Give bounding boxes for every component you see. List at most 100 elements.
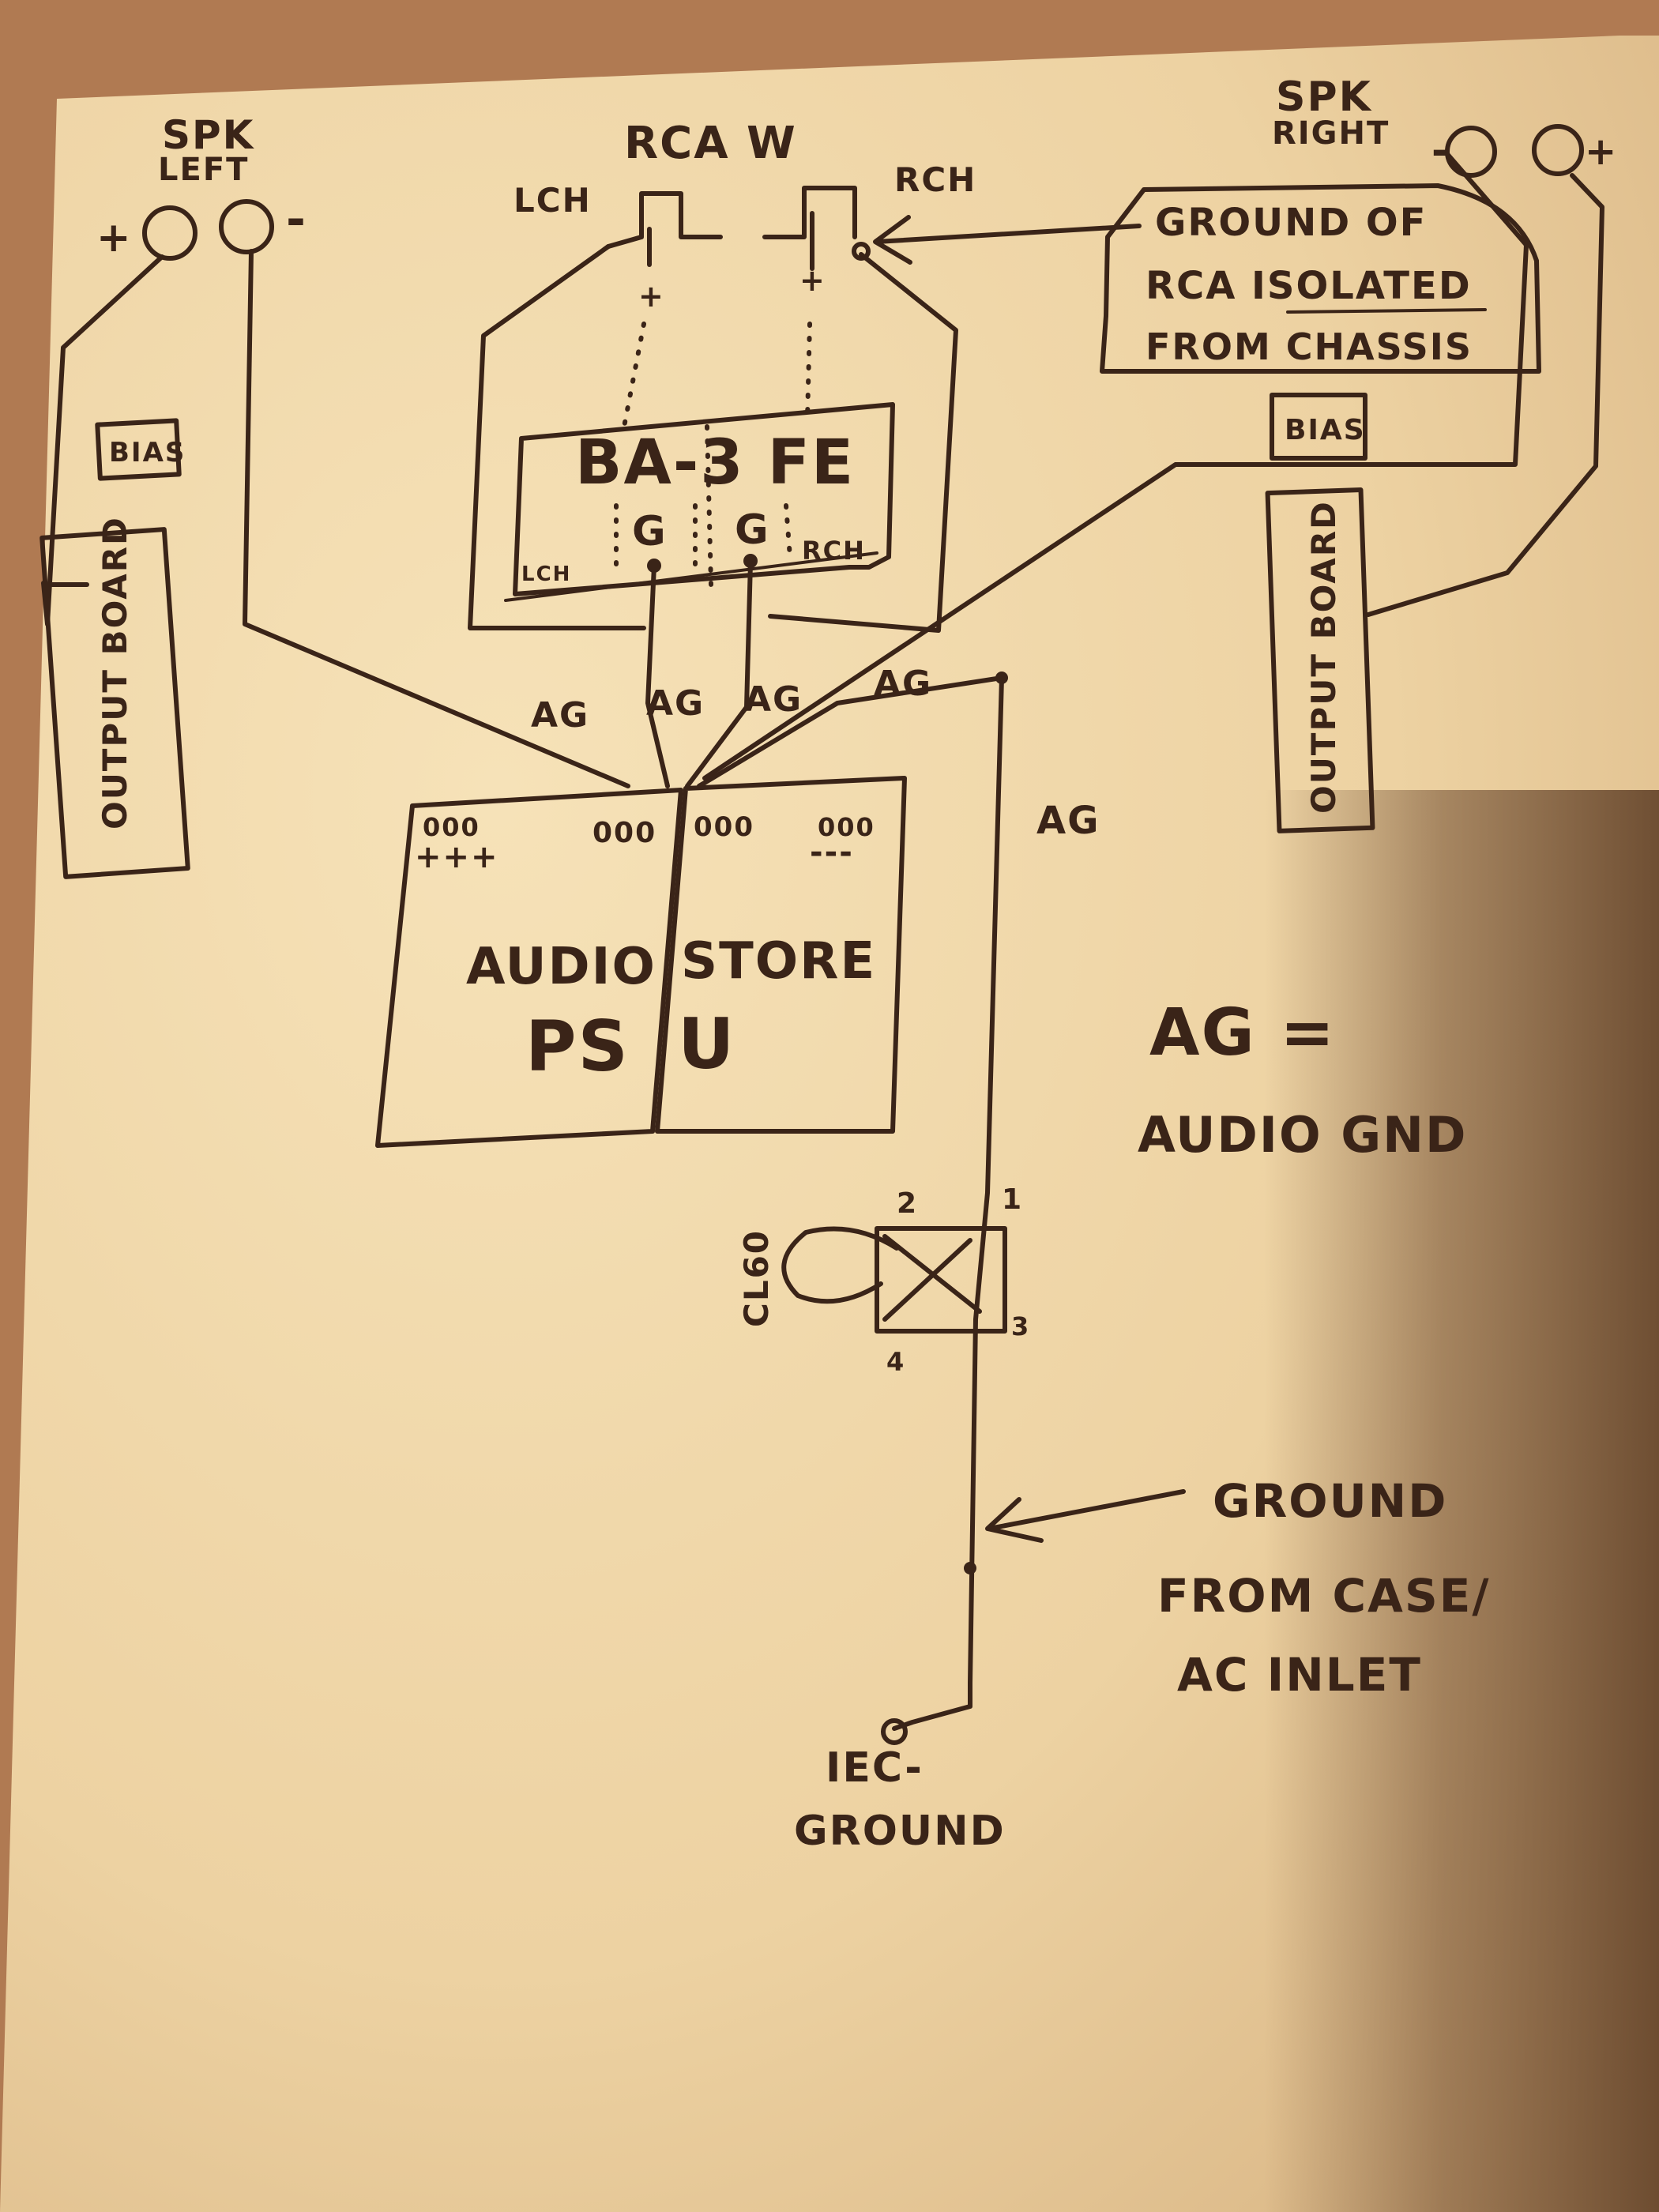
ba3-bottom-rule — [504, 551, 878, 602]
case-ground-arrow-line — [987, 1489, 1186, 1531]
speaker-left-minus-terminal[interactable] — [219, 199, 274, 254]
ba3-front-end-board: BA-3 FE G G LCH RCH — [504, 402, 895, 602]
psu-left-half — [375, 788, 683, 1148]
speaker-right-plus-label: + — [1585, 130, 1618, 174]
rca-left-signal-dots — [622, 322, 646, 429]
ba3-g-left-wire — [645, 563, 670, 788]
speaker-right-subtitle: RIGHT — [1272, 115, 1390, 152]
rca-left-shield-wire — [468, 244, 646, 630]
rca-plus-right: + — [799, 263, 826, 298]
main-ground-node-top — [995, 672, 1008, 684]
output-board-left — [40, 527, 190, 879]
speaker-left-subtitle: LEFT — [158, 152, 249, 188]
cl60-loop — [781, 1226, 899, 1304]
legend-line2: AUDIO GND — [1138, 1106, 1468, 1164]
right-speaker-minus-wire — [702, 152, 1529, 781]
rca-right-signal-dots — [805, 322, 812, 421]
speaker-right-minus-label: - — [1431, 127, 1450, 175]
rca-right-ground-node — [852, 242, 871, 261]
rca-right-jack[interactable] — [762, 186, 857, 239]
output-board-left-label: OUTPUT BOARD — [96, 516, 134, 830]
rca-lch-label: LCH — [514, 181, 592, 220]
cl60-box[interactable] — [875, 1226, 1007, 1334]
psu-u-label: U — [678, 1003, 735, 1085]
paper-sheet — [0, 36, 1659, 2212]
cl60-pin2: 2 — [897, 1187, 918, 1220]
psu-signs-right: --- — [810, 834, 854, 871]
bias-left-box — [95, 418, 182, 481]
bias-right-label: BIAS — [1285, 414, 1366, 446]
cl60-label: CL60 — [737, 1229, 776, 1327]
rca-note-arrow — [873, 215, 1142, 265]
ag-label-5: AG — [1036, 799, 1100, 843]
ba3-lch-label: LCH — [521, 562, 571, 586]
case-ground-line3: AC INLET — [1177, 1648, 1422, 1702]
speaker-right: SPK RIGHT - + — [1272, 73, 1618, 178]
audio-psu: 000 +++ 000 000 000 --- AUDIO STORE PS U — [375, 776, 907, 1148]
case-ground-arrow-head — [985, 1497, 1044, 1543]
rca-ground-note-line1: GROUND OF — [1155, 201, 1427, 245]
shadow-overlay — [1264, 790, 1659, 2212]
psu-terminals-left: 000 — [423, 812, 480, 842]
ba3-box — [513, 402, 895, 596]
speaker-right-minus-terminal[interactable] — [1445, 126, 1497, 178]
cl60-ground-lifter: CL60 2 1 3 4 — [737, 1183, 1030, 1377]
ba3-g-right-wire — [685, 560, 753, 788]
speaker-left-title: SPK — [162, 112, 255, 158]
speaker-right-plus-terminal[interactable] — [1532, 124, 1584, 176]
iec-ground-line2: GROUND — [794, 1808, 1006, 1855]
bias-right-box — [1270, 393, 1367, 461]
output-board-right — [1265, 487, 1375, 833]
iec-ground-line1: IEC- — [826, 1744, 924, 1792]
rca-ground-note: GROUND OF RCA ISOLATED FROM CHASSIS — [1100, 183, 1541, 374]
rca-right-shield-wire — [768, 252, 958, 633]
rca-connectors: RCA W LCH RCH + + — [468, 118, 976, 633]
iec-ground-terminal[interactable] — [881, 1718, 908, 1745]
case-ground-line1: GROUND — [1213, 1474, 1447, 1528]
psu-terminals-mid-left: 000 — [592, 817, 656, 849]
output-board-right-label: OUTPUT BOARD — [1304, 500, 1343, 814]
rca-ground-note-box — [1100, 183, 1541, 374]
bias-left-label: BIAS — [109, 437, 186, 468]
rca-plus-left: + — [638, 279, 665, 314]
right-speaker-plus-wire — [1366, 173, 1604, 617]
rca-rch-label: RCH — [894, 160, 976, 199]
main-ground-node-mid — [964, 1562, 976, 1574]
audio-ground-wiring: AG AG AG AG AG — [243, 249, 1100, 1731]
rca-ground-note-line3: FROM CHASSIS — [1146, 325, 1473, 368]
rca-ground-note-line2: RCA ISOLATED — [1146, 264, 1472, 308]
left-channel-boards: BIAS OUTPUT BOARD — [40, 254, 190, 879]
rca-left-jack[interactable] — [606, 191, 723, 249]
psu-ps-label: PS — [525, 1006, 630, 1087]
psu-audio-label: AUDIO — [466, 938, 656, 996]
cl60-pin1: 1 — [1002, 1183, 1023, 1216]
speaker-left-plus-label: + — [96, 214, 133, 261]
cl60-pin3: 3 — [1011, 1311, 1030, 1341]
ba3-rch-label: RCH — [802, 536, 866, 566]
rca-ground-note-underline — [1286, 308, 1487, 314]
ag-label-4: AG — [874, 664, 932, 704]
psu-right-half — [655, 776, 907, 1134]
speaker-right-title: SPK — [1276, 73, 1372, 121]
psu-store-label: STORE — [681, 932, 876, 991]
main-ground-bus — [892, 675, 1004, 1731]
speaker-left: SPK LEFT + - — [96, 112, 307, 261]
ag-label-2: AG — [646, 683, 705, 724]
ag-label-3: AG — [744, 679, 803, 720]
psu-signs-left: +++ — [415, 839, 499, 875]
ba3-title: BA-3 FE — [575, 427, 855, 498]
left-speaker-minus-wire — [243, 249, 630, 788]
ba3-g-right: G — [735, 506, 770, 554]
rca-title: RCA W — [624, 118, 797, 169]
case-ground-line2: FROM CASE/ — [1157, 1569, 1491, 1623]
ba3-g-left: G — [632, 508, 668, 555]
cl60-ground-wire — [697, 675, 1004, 788]
iec-ground: IEC- GROUND — [794, 1718, 1006, 1855]
psu-terminals-mid-right: 000 — [694, 811, 754, 843]
legend: AG = AUDIO GND — [1138, 995, 1468, 1164]
speaker-left-minus-label: - — [286, 192, 307, 247]
right-channel-boards: BIAS OUTPUT BOARD — [702, 152, 1604, 833]
speaker-left-plus-terminal[interactable] — [142, 205, 198, 261]
case-ground-note: GROUND FROM CASE/ AC INLET — [985, 1474, 1491, 1702]
